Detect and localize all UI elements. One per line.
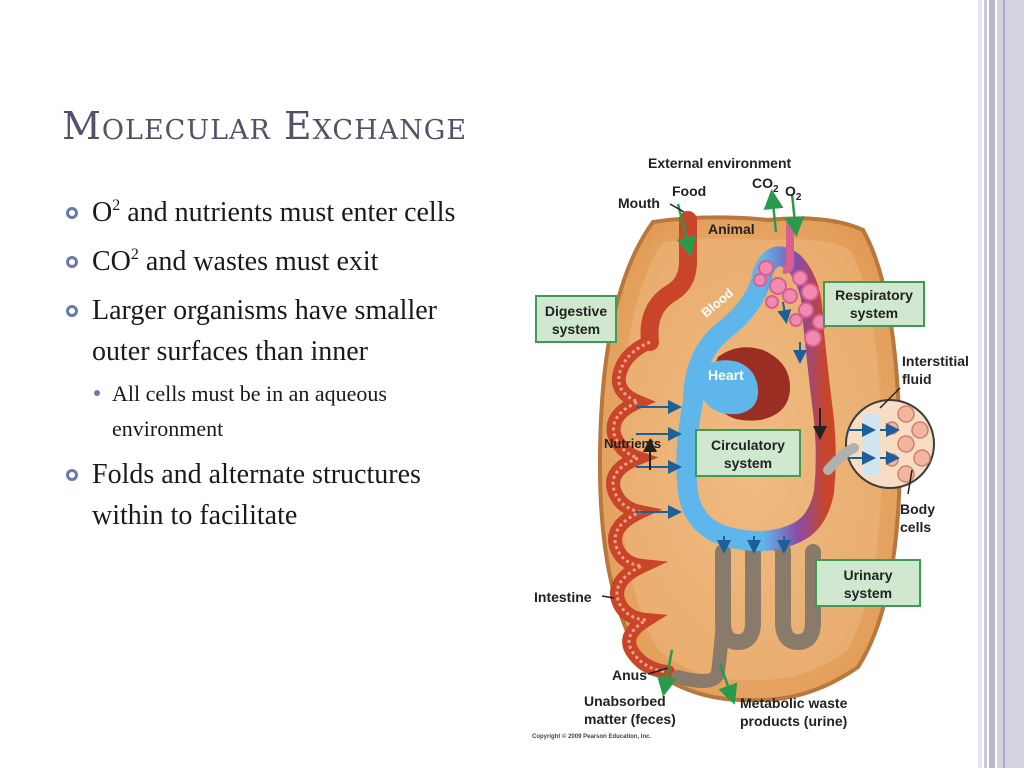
co2-text: CO [752,175,773,191]
bullet-text: and nutrients must enter cells [120,197,456,228]
food-label: Food [672,183,706,199]
urine-label-line1: Metabolic waste [740,695,848,711]
o2-label: O2 [785,183,802,203]
urinary-outlet [671,615,730,688]
bullet-lead: O [92,197,113,228]
molecular-exchange-diagram: External environment CO2 O2 Food Mouth A… [528,152,976,744]
bullet-marker [66,256,78,268]
digestive-system-box [535,295,617,343]
edge-stripe-5 [1003,0,1005,768]
bullet-marker [66,207,78,219]
urinary-label-line1: Urinary [843,567,892,583]
respiratory-label-line1: Respiratory [835,287,913,303]
urinary-system-box [815,559,921,607]
urinary-label-line2: system [844,585,892,601]
bullet-item: Folds and alternate structures within to… [64,454,464,536]
bullet-item: O2 and nutrients must enter cells [64,192,464,233]
bullet-lead: CO [92,246,131,277]
respiratory-organ [753,222,828,347]
co2-subscript: 2 [773,184,779,195]
interstitial-label-line2: fluid [902,371,932,387]
gas-exchange-arrow [777,301,792,324]
digestive-label-line1: Digestive [545,303,607,319]
sub-bullet-list: All cells must be in an aqueous environm… [92,376,464,446]
respiratory-system-box [823,281,925,327]
bullet-item: CO2 and wastes must exit [64,241,464,282]
edge-stripe-2 [984,0,987,768]
body-cells-label-line1: Body [900,501,935,517]
feces-label-line2: matter (feces) [584,711,676,727]
o2-subscript: 2 [796,192,802,203]
sub-bullet-text: All cells must be in an aqueous environm… [112,381,387,441]
respiratory-label-line2: system [850,305,898,321]
external-environment-label: External environment [648,155,791,171]
co2-out-arrow [763,189,784,233]
leader-line [907,469,913,495]
bullet-sup: 2 [130,246,139,263]
copyright-label: Copyright © 2009 Pearson Education, Inc. [532,733,651,740]
urine-label-line2: products (urine) [740,713,847,729]
circulatory-system-box [695,429,801,477]
body-cells-inset [845,399,935,489]
heart-label: Heart [708,367,744,383]
digestive-tract-upper [640,211,697,351]
urine-out-arrow [718,663,738,705]
bullet-list: O2 and nutrients must enter cells CO2 an… [64,192,464,544]
heart-chamber [698,360,758,415]
slide-title: Molecular Exchange [62,104,468,148]
interstitial-fluid-band [864,414,880,476]
co2-label: CO2 [752,175,779,195]
mouth-label: Mouth [618,195,660,211]
edge-stripe-1 [978,0,982,768]
sub-bullet-marker [94,390,100,396]
leader-line [879,387,901,409]
edge-stripe-3 [989,0,995,768]
leader-line [669,203,685,213]
bullet-marker [66,469,78,481]
feces-label-line1: Unabsorbed [584,693,666,709]
interstitial-label-line1: Interstitial [902,353,969,369]
bullet-text: Larger organisms have smaller outer surf… [92,295,437,367]
bullet-text: Folds and alternate structures within to… [92,459,421,531]
bullet-sup: 2 [112,197,121,214]
bullet-item: Larger organisms have smaller outer surf… [64,290,464,446]
o2-in-arrow [784,193,805,237]
feces-out-arrow [656,649,677,697]
anus-label: Anus [612,667,647,683]
sub-bullet-item: All cells must be in an aqueous environm… [92,376,464,446]
circulatory-label-line2: system [724,455,772,471]
circulatory-label-line1: Circulatory [711,437,785,453]
nutrients-label: Nutrients [604,436,661,451]
blood-vessel-loop [676,246,836,551]
food-in-arrow [676,203,697,257]
o2-text: O [785,183,796,199]
body-cells-label-line2: cells [900,519,931,535]
animal-label: Animal [708,221,755,237]
exchange-arrow-grey [823,443,859,475]
edge-stripe-4 [997,0,1024,768]
bullet-marker [66,305,78,317]
leader-line [601,595,615,599]
intestine-label: Intestine [534,589,592,605]
leader-line [647,667,669,675]
digestive-label-line2: system [552,321,600,337]
bullet-text: and wastes must exit [138,246,379,277]
